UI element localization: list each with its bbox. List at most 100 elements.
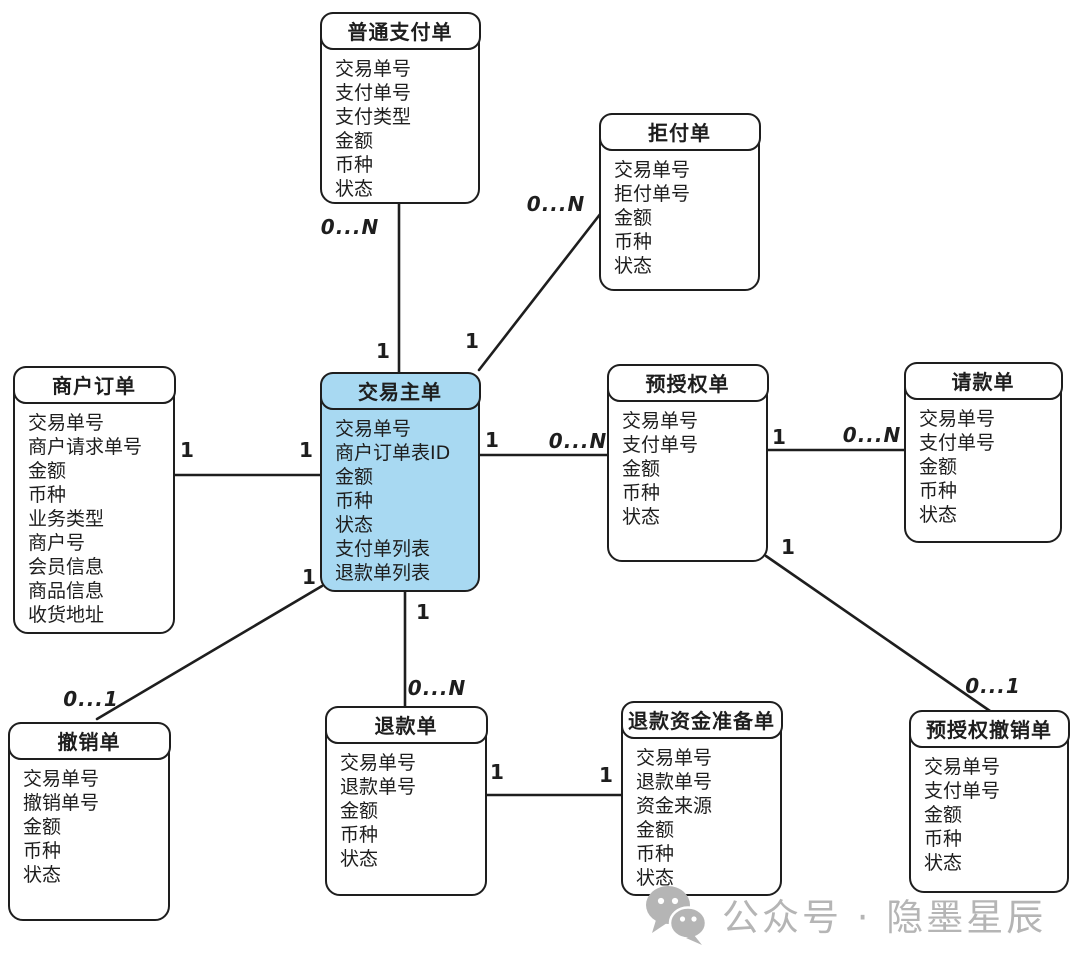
entity-card-refund-fund-preparation-order: 退款资金准备单 交易单号退款单号资金来源金额币种状态	[620, 700, 783, 896]
entity-fields: 交易单号撤销单号金额币种状态	[10, 760, 168, 887]
entity-field: 币种	[335, 153, 374, 176]
entity-field: 金额	[28, 459, 67, 482]
entity-fields: 交易单号支付单号支付类型金额币种状态	[322, 50, 478, 201]
cardinality-label: 1	[485, 428, 499, 452]
entity-field: 状态	[335, 177, 374, 200]
entity-field: 交易单号	[919, 407, 996, 430]
watermark: 公众号 · 隐墨星辰	[644, 882, 1046, 946]
entity-field: 金额	[335, 129, 374, 152]
entity-title: 普通支付单	[319, 11, 481, 50]
entity-title: 预授权撤销单	[908, 709, 1070, 748]
entity-field: 金额	[335, 465, 374, 488]
entity-field: 金额	[614, 206, 653, 229]
cardinality-label: 1	[299, 438, 313, 462]
entity-field: 支付单列表	[335, 537, 431, 560]
entity-field: 交易单号	[28, 411, 105, 434]
entity-field: 退款单号	[340, 775, 417, 798]
entity-field: 交易单号	[335, 417, 412, 440]
entity-field: 金额	[622, 457, 661, 480]
cardinality-label: 1	[599, 763, 613, 787]
entity-field: 交易单号	[23, 767, 100, 790]
cardinality-label: 0...N	[548, 429, 608, 453]
line-trade-cancel	[95, 584, 324, 721]
entity-field: 业务类型	[28, 507, 105, 530]
cardinality-label: 1	[180, 438, 194, 462]
entity-field: 退款单列表	[335, 561, 431, 584]
entity-field: 币种	[23, 839, 62, 862]
entity-field: 会员信息	[28, 555, 105, 578]
entity-field: 交易单号	[335, 57, 412, 80]
entity-fields: 交易单号商户请求单号金额币种业务类型商户号会员信息商品信息收货地址	[15, 404, 173, 627]
entity-field: 交易单号	[924, 755, 1001, 778]
entity-field: 状态	[340, 847, 379, 870]
entity-field: 币种	[614, 230, 653, 253]
entity-field: 状态	[23, 863, 62, 886]
entity-title: 退款单	[324, 705, 488, 744]
entity-card-preauthorization-order: 预授权单 交易单号支付单号金额币种状态	[606, 363, 769, 562]
entity-field: 支付单号	[335, 81, 412, 104]
entity-field: 支付单号	[622, 433, 699, 456]
entity-title: 商户订单	[12, 365, 176, 404]
cardinality-label: 1	[376, 339, 390, 363]
entity-field: 币种	[919, 479, 958, 502]
cardinality-label: 1	[302, 565, 316, 589]
entity-field: 交易单号	[340, 751, 417, 774]
entity-field: 交易单号	[636, 746, 713, 769]
entity-fields: 交易单号退款单号资金来源金额币种状态	[623, 739, 780, 890]
entity-fields: 交易单号支付单号金额币种状态	[906, 400, 1060, 527]
cardinality-label: 1	[772, 425, 786, 449]
cardinality-label: 0...N	[526, 192, 586, 216]
entity-card-chargeback-order: 拒付单 交易单号拒付单号金额币种状态	[598, 112, 761, 291]
cardinality-label: 0...N	[407, 676, 467, 700]
entity-field: 金额	[23, 815, 62, 838]
cardinality-label: 1	[781, 535, 795, 559]
entity-field: 撤销单号	[23, 791, 100, 814]
cardinality-label: 0...N	[842, 423, 902, 447]
line-preauth-preauthcancel	[764, 554, 992, 713]
cardinality-label: 0...1	[965, 674, 1021, 698]
entity-field: 支付单号	[919, 431, 996, 454]
entity-field: 金额	[340, 799, 379, 822]
entity-field: 币种	[636, 842, 675, 865]
entity-card-capture-order: 请款单 交易单号支付单号金额币种状态	[903, 361, 1063, 543]
entity-title: 退款资金准备单	[620, 700, 783, 739]
entity-field: 状态	[924, 851, 963, 874]
entity-field: 状态	[636, 866, 675, 889]
entity-card-cancellation-order: 撤销单 交易单号撤销单号金额币种状态	[7, 721, 171, 921]
entity-card-preauthorization-cancellation-order: 预授权撤销单 交易单号支付单号金额币种状态	[908, 709, 1070, 893]
entity-field: 交易单号	[614, 158, 691, 181]
entity-field: 币种	[622, 481, 661, 504]
entity-field: 交易单号	[622, 409, 699, 432]
entity-field: 商户订单表ID	[335, 441, 451, 464]
entity-field: 支付类型	[335, 105, 412, 128]
entity-field: 币种	[28, 483, 67, 506]
cardinality-label: 0...1	[63, 687, 119, 711]
entity-field: 金额	[924, 803, 963, 826]
entity-fields: 交易单号退款单号金额币种状态	[327, 744, 485, 871]
cardinality-label: 1	[490, 760, 504, 784]
entity-field: 商户请求单号	[28, 435, 143, 458]
entity-title: 预授权单	[606, 363, 769, 402]
entity-field: 币种	[335, 489, 374, 512]
line-trade-chargeback	[477, 211, 603, 372]
entity-fields: 交易单号拒付单号金额币种状态	[601, 151, 758, 278]
entity-field: 币种	[924, 827, 963, 850]
entity-field: 资金来源	[636, 794, 713, 817]
wechat-icon	[646, 886, 708, 945]
entity-field: 金额	[636, 818, 675, 841]
entity-field: 金额	[919, 455, 958, 478]
entity-card-ordinary-payment-order: 普通支付单 交易单号支付单号支付类型金额币种状态	[319, 11, 481, 204]
cardinality-label: 1	[465, 329, 479, 353]
cardinality-label: 0...N	[320, 215, 380, 239]
entity-card-refund-order: 退款单 交易单号退款单号金额币种状态	[324, 705, 488, 896]
entity-title: 拒付单	[598, 112, 761, 151]
watermark-text: 公众号 · 隐墨星辰	[722, 896, 1047, 939]
entity-fields: 交易单号支付单号金额币种状态	[911, 748, 1067, 875]
entity-title: 请款单	[903, 361, 1063, 400]
entity-title: 撤销单	[7, 721, 171, 760]
entity-card-merchant-order: 商户订单 交易单号商户请求单号金额币种业务类型商户号会员信息商品信息收货地址	[12, 365, 176, 634]
